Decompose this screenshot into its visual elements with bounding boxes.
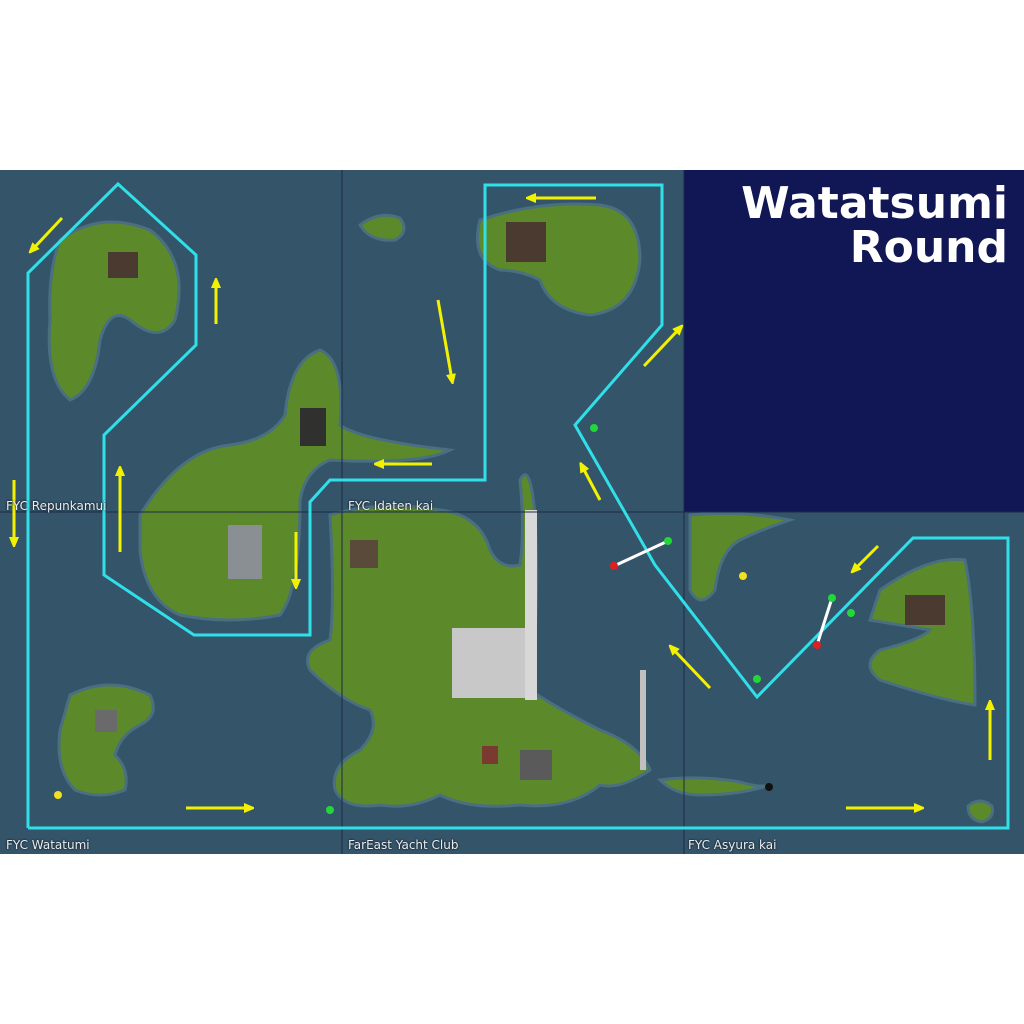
map-canvas (0, 170, 1024, 854)
buoy-yellow (54, 791, 62, 799)
buoy-yellow (739, 572, 747, 580)
island-repunkamui-north (47, 220, 181, 402)
runway-center (228, 525, 262, 579)
start-line (613, 539, 834, 646)
buoy-green (664, 537, 672, 545)
buoy-green (590, 424, 598, 432)
race-course-map: Watatsumi Round FYC Repunkamui FYC Idate… (0, 170, 1024, 854)
course-line (26, 181, 1010, 830)
buoy-green (753, 675, 761, 683)
building-fareast-2 (482, 746, 498, 764)
direction-arrows (14, 198, 990, 808)
buoy-black (765, 783, 773, 791)
region-label-watatumi: FYC Watatumi (6, 838, 90, 852)
tower-watatumi (95, 710, 117, 732)
region-label-repunkamui: FYC Repunkamui (6, 499, 107, 513)
building-asyura (905, 595, 945, 625)
buoy-green (828, 594, 836, 602)
island-asyura-east (868, 557, 977, 707)
structures (95, 222, 945, 780)
void-region (684, 170, 1024, 512)
course-title-line1: Watatsumi (741, 178, 1008, 229)
region-label-idaten: FYC Idaten kai (348, 499, 434, 513)
island-idaten-small (358, 213, 406, 242)
course-title-line2: Round (849, 222, 1008, 273)
building-idaten (506, 222, 546, 262)
building-fareast-3 (520, 750, 552, 780)
island-repunkamui-center (138, 348, 456, 622)
region-grid (0, 170, 1024, 854)
buoy-red (610, 562, 618, 570)
island-asyura-rock (966, 799, 994, 824)
dock-fareast (525, 510, 537, 700)
pier-fareast (640, 670, 646, 770)
direction-arrow (436, 299, 452, 380)
direction-arrow (672, 648, 712, 690)
buoy-red (813, 641, 821, 649)
marker-buoys (54, 424, 855, 814)
building-center (300, 408, 326, 446)
buoy-green (847, 609, 855, 617)
island-asyura-west (688, 511, 796, 602)
islands (47, 202, 994, 824)
direction-arrow (854, 544, 880, 570)
direction-arrow (582, 466, 602, 501)
building-fareast-1 (350, 540, 378, 568)
buoy-green (326, 806, 334, 814)
region-label-asyura: FYC Asyura kai (688, 838, 777, 852)
island-watatumi (57, 683, 155, 797)
clubhouse-fareast (452, 628, 528, 698)
building-repunkamui (108, 252, 138, 278)
direction-arrow (32, 216, 64, 250)
region-label-fareast: FarEast Yacht Club (348, 838, 459, 852)
course-title: Watatsumi Round (741, 182, 1008, 270)
direction-arrow (642, 328, 680, 368)
